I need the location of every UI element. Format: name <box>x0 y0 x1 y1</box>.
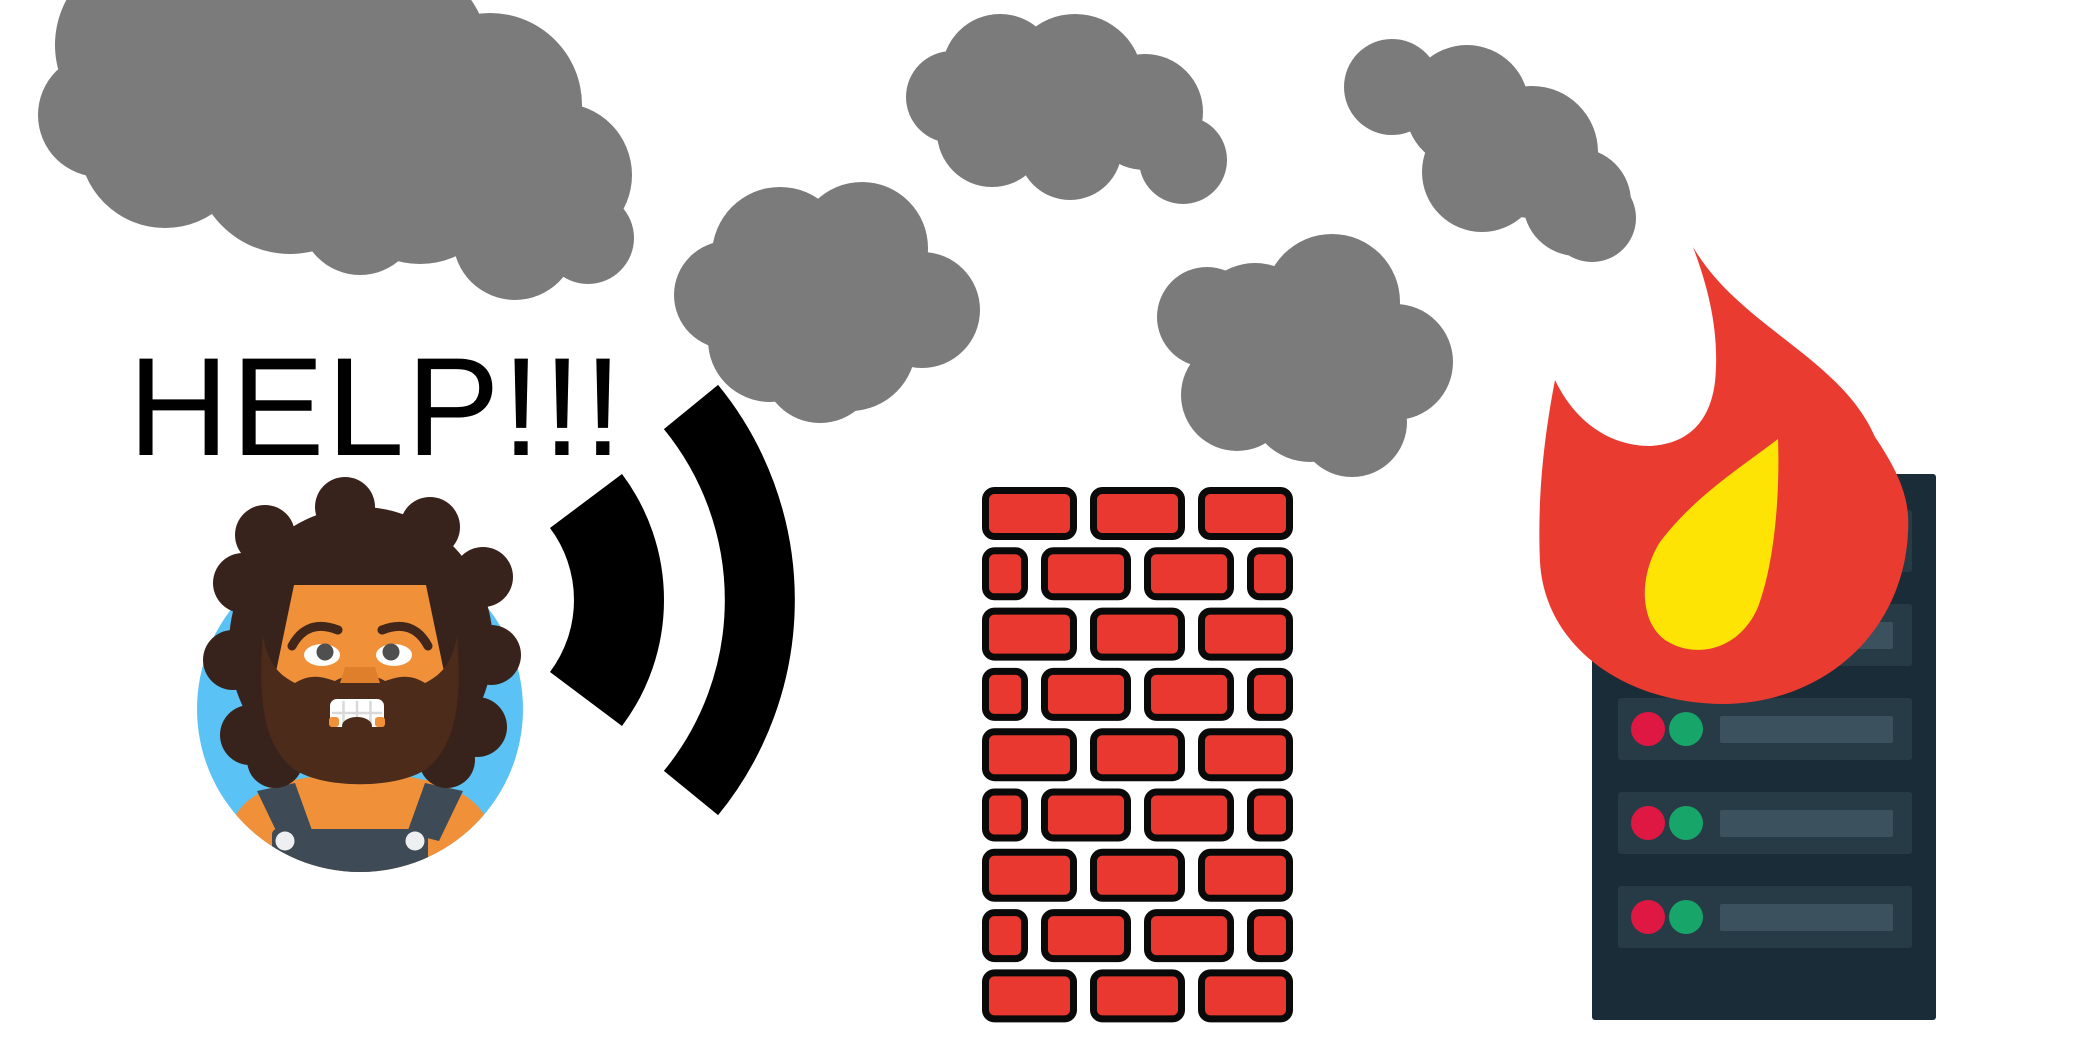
cloud-puff <box>1139 116 1227 204</box>
brick <box>1247 788 1293 842</box>
brick <box>1090 969 1185 1023</box>
brick <box>1198 969 1293 1023</box>
brick <box>1144 909 1234 963</box>
cloud-puff <box>140 0 340 162</box>
status-led-red <box>1631 712 1665 746</box>
brick <box>982 667 1028 721</box>
cloud-puff <box>453 176 577 300</box>
eyebrow-right <box>377 622 433 651</box>
overall-strap-left <box>257 783 313 841</box>
smoke-cloud-center-left <box>674 182 980 423</box>
cloud-puff <box>1018 96 1122 200</box>
brick <box>1198 848 1293 902</box>
sound-waves-icon <box>549 384 795 816</box>
brick <box>1247 667 1293 721</box>
status-led-red <box>1631 806 1665 840</box>
cloud-puff <box>1157 267 1257 367</box>
brick <box>982 909 1028 963</box>
smoke-cloud-large-left <box>38 0 634 300</box>
cloud-puff <box>1548 174 1636 262</box>
overall-bib <box>272 829 428 872</box>
smoke-cloud-top-center <box>906 14 1227 204</box>
status-led-green <box>1669 806 1703 840</box>
nose <box>340 667 380 683</box>
pupil-right <box>382 643 400 661</box>
server-unit <box>1618 792 1912 854</box>
brick <box>1041 788 1131 842</box>
flame-outer <box>1539 247 1909 704</box>
cloud-puff <box>906 51 998 143</box>
sound-wave-large <box>663 384 795 816</box>
server-rack <box>1592 474 1936 1020</box>
brick <box>982 547 1028 601</box>
server-vent-slot <box>1720 810 1893 837</box>
brick <box>1144 547 1234 601</box>
cloud-puff <box>1297 367 1407 477</box>
brick <box>1090 728 1185 782</box>
brick <box>1198 728 1293 782</box>
fire-flame-icon <box>1539 247 1909 704</box>
smoke-cloud-mid-right <box>1157 234 1453 477</box>
brick <box>982 487 1077 540</box>
status-led-green <box>1669 900 1703 934</box>
overall-button-right <box>405 831 425 851</box>
brick <box>1090 848 1185 902</box>
brick <box>982 848 1077 902</box>
server-unit <box>1618 886 1912 948</box>
brick <box>1247 547 1293 601</box>
flame-inner <box>1644 439 1779 650</box>
brick <box>1041 909 1131 963</box>
brick <box>1247 909 1293 963</box>
overall-strap-right <box>407 783 463 841</box>
brick <box>1090 607 1185 661</box>
status-led-red <box>1631 900 1665 934</box>
status-led-green <box>1669 712 1703 746</box>
brick <box>982 607 1077 661</box>
brick <box>1041 547 1131 601</box>
brick <box>1090 487 1185 540</box>
cloud-puff <box>674 241 782 349</box>
firewall-brick-wall <box>982 487 1293 1023</box>
smoke-cloud-top-right <box>1344 39 1636 262</box>
brick <box>982 728 1077 782</box>
server-unit <box>1618 698 1912 760</box>
avatar-body <box>230 745 490 872</box>
brick <box>1144 667 1234 721</box>
brick <box>1198 607 1293 661</box>
server-vent-slot <box>1720 716 1893 743</box>
brick <box>1198 487 1293 540</box>
overall-button-left <box>275 831 295 851</box>
cloud-puff <box>1181 339 1293 451</box>
pupil-left <box>316 643 334 661</box>
sound-wave-small <box>549 474 664 726</box>
brick <box>982 788 1028 842</box>
help-text: HELP!!! <box>128 328 624 485</box>
cloud-puff <box>762 307 878 423</box>
server-vent-slot <box>1720 904 1893 931</box>
brick <box>1041 667 1131 721</box>
brick <box>982 969 1077 1023</box>
panicked-user-avatar <box>197 477 523 872</box>
cloud-puff <box>300 155 420 275</box>
brick <box>1144 788 1234 842</box>
eyebrow-left <box>287 622 343 651</box>
gritted-teeth-mouth <box>329 699 385 735</box>
cloud-puff <box>1422 112 1542 232</box>
